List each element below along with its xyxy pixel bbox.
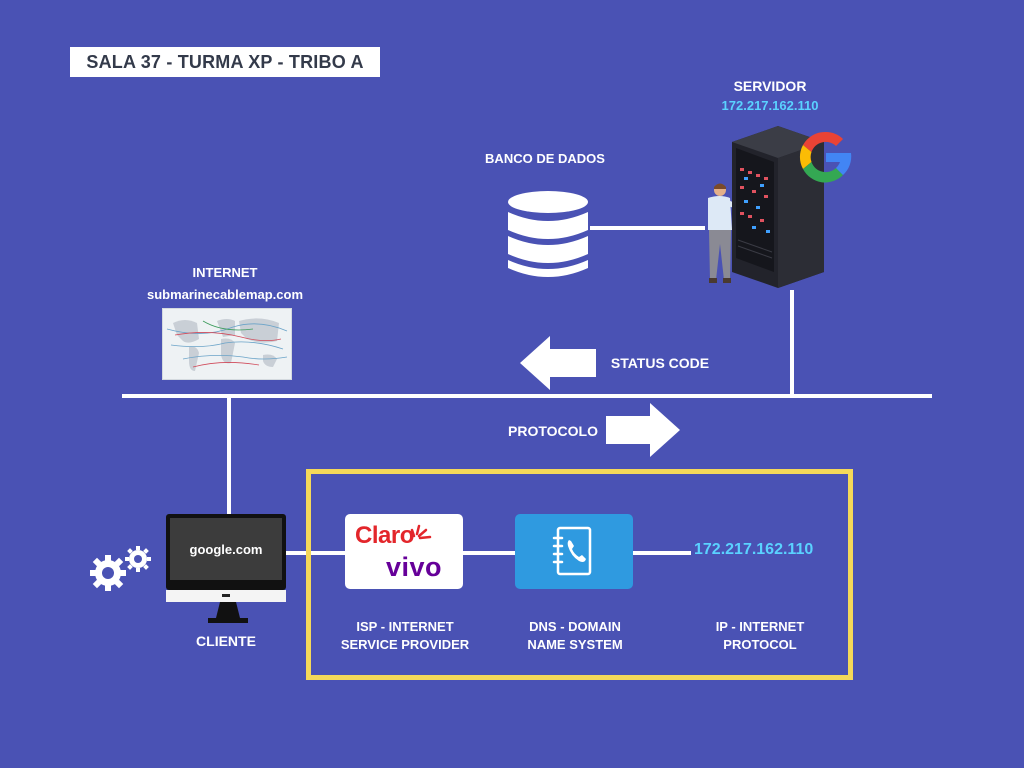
- isp-label: ISP - INTERNET SERVICE PROVIDER: [330, 618, 480, 654]
- client-label: CLIENTE: [196, 633, 256, 649]
- world-map-thumbnail: [162, 308, 292, 380]
- dns-label: DNS - DOMAIN NAME SYSTEM: [505, 618, 645, 654]
- ip-label-line2: PROTOCOL: [723, 637, 797, 652]
- ip-label-line1: IP - INTERNET: [715, 619, 805, 634]
- dns-card: [515, 514, 633, 589]
- database-label: BANCO DE DADOS: [485, 151, 605, 166]
- monitor-icon: [166, 514, 286, 602]
- google-logo-icon: [799, 131, 852, 183]
- vivo-logo: vivo: [386, 552, 443, 582]
- isp-label-line2: SERVICE PROVIDER: [340, 637, 470, 652]
- ip-label: IP - INTERNET PROTOCOL: [690, 618, 830, 654]
- internet-label: INTERNET: [192, 265, 258, 280]
- ip-address-value: 172.217.162.110: [694, 541, 814, 558]
- status-code-label: STATUS CODE: [610, 355, 710, 371]
- resolution-frame: [306, 469, 853, 680]
- claro-logo: Claro: [355, 522, 414, 549]
- database-icon: [508, 191, 588, 277]
- bus-client-link: [227, 398, 231, 514]
- dns-label-line2: NAME SYSTEM: [527, 637, 623, 652]
- claro-rays-icon: [410, 524, 432, 540]
- gears-icon: [90, 546, 151, 591]
- client-screen-text: google.com: [189, 542, 263, 557]
- server-ip: 172.217.162.110: [721, 98, 819, 113]
- internet-source: submarinecablemap.com: [146, 287, 304, 302]
- protocol-label: PROTOCOLO: [508, 423, 598, 439]
- isp-label-line1: ISP - INTERNET: [356, 619, 454, 634]
- arrow-left-icon: [520, 336, 596, 390]
- network-bus-line: [122, 394, 932, 398]
- server-label: SERVIDOR: [733, 78, 807, 94]
- dns-label-line1: DNS - DOMAIN: [529, 619, 621, 634]
- isp-card: [345, 514, 463, 589]
- dns-ip-link: [633, 551, 691, 555]
- arrow-right-icon: [606, 403, 680, 457]
- page-title: SALA 37 - TURMA XP - TRIBO A: [70, 47, 380, 77]
- server-bus-link: [790, 290, 794, 396]
- db-server-link: [590, 226, 705, 230]
- client-frame-link: [286, 551, 306, 555]
- phonebook-icon: [552, 526, 592, 576]
- isp-dns-link: [463, 551, 515, 555]
- frame-isp-link: [311, 551, 345, 555]
- monitor-stand: [208, 602, 248, 623]
